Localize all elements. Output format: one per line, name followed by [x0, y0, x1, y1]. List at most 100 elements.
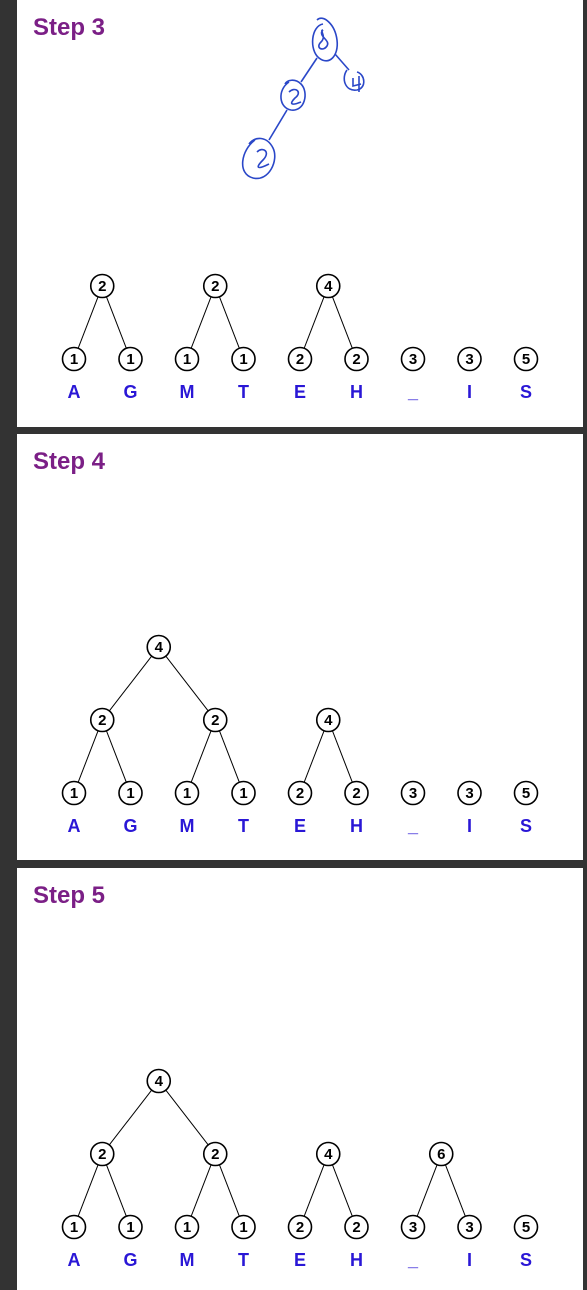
- internal-node: 4: [315, 273, 341, 299]
- node-value: 2: [296, 351, 304, 368]
- internal-node: 4: [146, 1068, 172, 1094]
- node-value: 1: [183, 1219, 191, 1236]
- node-value: 1: [239, 785, 247, 802]
- node-circle: [118, 1214, 143, 1240]
- node-value: 3: [409, 1219, 417, 1236]
- leaf-letter: I: [467, 382, 472, 402]
- node-circle: [118, 780, 143, 806]
- leaf-letter: _: [407, 816, 419, 836]
- leaf-letter: T: [238, 816, 249, 836]
- tree-edge: [108, 1089, 153, 1146]
- node-value: 4: [155, 639, 164, 656]
- internal-node: 2: [89, 707, 115, 733]
- leaf-node: 1: [118, 780, 143, 806]
- leaf-letter: H: [350, 382, 363, 402]
- node-circle: [315, 707, 341, 733]
- leaf-node: 5: [513, 346, 539, 372]
- leaf-node: 1: [61, 346, 87, 372]
- node-value: 5: [522, 785, 530, 802]
- node-value: 1: [126, 1219, 134, 1236]
- leaf-letter: S: [520, 382, 532, 402]
- leaf-letter: H: [350, 1250, 363, 1270]
- tree-edge: [218, 730, 240, 783]
- leaf-node: 1: [231, 1214, 256, 1240]
- node-value: 1: [239, 1219, 247, 1236]
- leaf-letter: I: [467, 1250, 472, 1270]
- tree-edge: [331, 730, 353, 783]
- leaf-node: 2: [344, 1214, 369, 1240]
- leaf-letter: _: [407, 382, 419, 402]
- node-value: 1: [183, 351, 191, 368]
- node-circle: [400, 1214, 426, 1240]
- internal-node: 4: [146, 634, 172, 660]
- node-value: 3: [409, 785, 417, 802]
- node-value: 2: [352, 351, 360, 368]
- node-circle: [146, 1068, 172, 1094]
- node-value: 5: [522, 1219, 530, 1236]
- tree-edge: [218, 1164, 240, 1217]
- step-title: Step 5: [33, 882, 106, 909]
- leaf-node: 2: [344, 346, 369, 372]
- tree-edge: [108, 655, 153, 712]
- tree-edge: [444, 1164, 466, 1217]
- leaf-node: 3: [400, 346, 426, 372]
- node-value: 4: [324, 278, 333, 295]
- leaf-node: 2: [287, 346, 313, 372]
- node-circle: [428, 1141, 454, 1167]
- node-value: 4: [324, 1146, 333, 1163]
- node-value: 4: [155, 1073, 164, 1090]
- node-value: 3: [465, 785, 473, 802]
- leaf-node: 1: [61, 1214, 87, 1240]
- tree-edge: [105, 1164, 127, 1217]
- node-circle: [146, 634, 172, 660]
- node-circle: [61, 780, 87, 806]
- leaf-node: 3: [400, 1214, 426, 1240]
- node-circle: [61, 1214, 87, 1240]
- leaf-letter: S: [520, 1250, 532, 1270]
- handwritten-annotation: [241, 17, 365, 180]
- leaf-node: 3: [400, 780, 426, 806]
- node-value: 1: [70, 1219, 78, 1236]
- node-value: 2: [211, 1146, 219, 1163]
- node-circle: [457, 1214, 482, 1240]
- leaf-letter: T: [238, 1250, 249, 1270]
- leaf-letter: I: [467, 816, 472, 836]
- node-value: 2: [352, 785, 360, 802]
- leaf-letter: A: [68, 382, 81, 402]
- node-value: 1: [70, 351, 78, 368]
- tree-edge: [331, 296, 353, 349]
- internal-node: 4: [315, 707, 341, 733]
- node-value: 1: [239, 351, 247, 368]
- node-value: 5: [522, 351, 530, 368]
- leaf-letter: M: [180, 816, 195, 836]
- step-title: Step 4: [33, 448, 106, 475]
- node-value: 6: [437, 1146, 445, 1163]
- node-value: 4: [324, 712, 333, 729]
- node-circle: [174, 780, 200, 806]
- node-circle: [344, 346, 369, 372]
- node-circle: [513, 1214, 539, 1240]
- internal-node: 2: [89, 1141, 115, 1167]
- tree-edge: [77, 1164, 99, 1217]
- node-circle: [287, 780, 313, 806]
- leaf-letter: G: [123, 816, 137, 836]
- leaf-node: 3: [457, 780, 482, 806]
- node-value: 2: [211, 712, 219, 729]
- leaf-letter: M: [180, 382, 195, 402]
- node-value: 2: [98, 278, 106, 295]
- node-value: 3: [465, 1219, 473, 1236]
- internal-node: 2: [202, 1141, 228, 1167]
- leaf-node: 3: [457, 346, 482, 372]
- leaf-node: 1: [118, 346, 143, 372]
- node-value: 2: [296, 785, 304, 802]
- leaf-node: 1: [174, 780, 200, 806]
- internal-node: 2: [202, 273, 228, 299]
- node-circle: [89, 1141, 115, 1167]
- node-circle: [457, 780, 482, 806]
- leaf-letter: T: [238, 382, 249, 402]
- node-circle: [457, 346, 482, 372]
